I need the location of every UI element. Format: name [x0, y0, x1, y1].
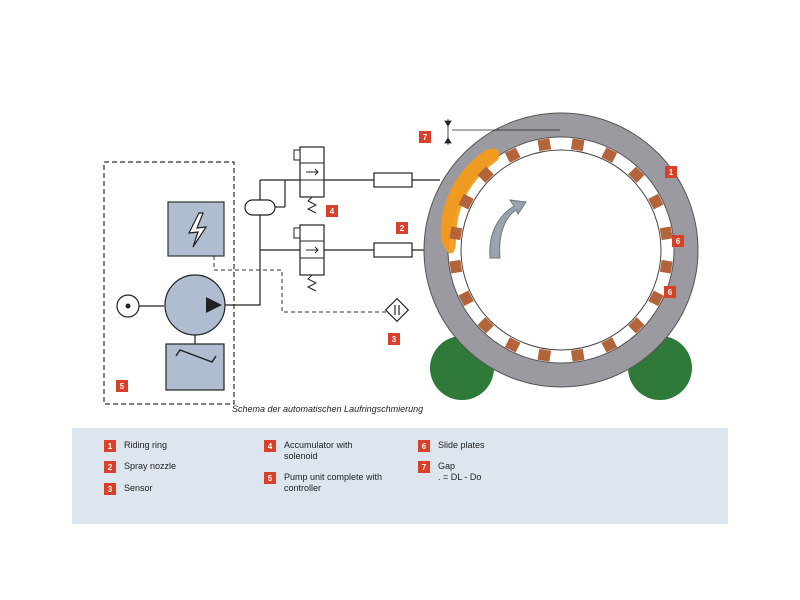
legend-label-5: Pump unit complete with controller [284, 472, 383, 493]
slide-plate [601, 337, 618, 353]
slide-plate [628, 166, 645, 183]
slide-plate [458, 290, 474, 307]
callout-7: 7 [419, 131, 431, 143]
svg-text:4: 4 [330, 207, 335, 216]
legend-label-3: Sensor [124, 483, 153, 493]
schema-caption: Schema der automatischen Laufringschmier… [232, 404, 423, 414]
legend-item-3: 3 Sensor [104, 483, 153, 495]
slide-plate [504, 337, 521, 353]
legend-badge-1: 1 [104, 440, 116, 452]
slide-plate [659, 259, 673, 274]
slide-plate [477, 166, 494, 183]
slide-plate [628, 317, 645, 334]
callout-1: 1 [665, 166, 677, 178]
slide-plate [648, 193, 664, 210]
motor-symbol-icon [116, 294, 164, 318]
legend-badge-5: 5 [264, 472, 276, 484]
svg-text:6: 6 [676, 237, 681, 246]
legend-badge-6: 6 [418, 440, 430, 452]
svg-text:2: 2 [400, 224, 405, 233]
callout-2: 2 [396, 222, 408, 234]
slide-plates [449, 138, 673, 362]
slide-plate [537, 138, 552, 152]
legend-badge-4: 4 [264, 440, 276, 452]
slide-plate [449, 259, 463, 274]
callout-6a: 6 [672, 235, 684, 247]
legend-item-2: 2 Spray nozzle [104, 461, 176, 473]
slide-plate [477, 317, 494, 334]
legend-item-1: 1 Riding ring [104, 440, 167, 452]
svg-text:3: 3 [392, 335, 397, 344]
svg-text:7: 7 [423, 133, 428, 142]
svg-text:5: 5 [120, 382, 125, 391]
riding-ring [423, 112, 699, 388]
slide-plate [659, 226, 673, 241]
slide-plate [601, 147, 618, 163]
callout-3: 3 [388, 333, 400, 345]
solenoid-valve-upper [293, 146, 325, 214]
slide-plate [504, 147, 521, 163]
slide-plate [570, 348, 585, 362]
legend-item-7: 7 Gap . = DL - Do [418, 461, 481, 483]
signal-line [213, 256, 388, 313]
legend-item-5: 5 Pump unit complete with controller [264, 472, 382, 494]
spray-nozzle-lower [373, 242, 413, 258]
pump [164, 274, 226, 336]
callout-4: 4 [326, 205, 338, 217]
legend-label-2: Spray nozzle [124, 461, 177, 471]
legend-label-6: Slide plates [438, 440, 485, 450]
solenoid-valve-lower [293, 224, 325, 292]
legend-label-7: Gap . = DL - Do [438, 461, 482, 482]
callout-6b: 6 [664, 286, 676, 298]
slide-plate [537, 348, 552, 362]
reservoir [165, 335, 225, 391]
spray-nozzle-upper [373, 172, 413, 188]
slide-plate [458, 193, 474, 210]
svg-text:6: 6 [668, 288, 673, 297]
slide-plate [449, 226, 463, 241]
rotation-arrow-icon [489, 199, 527, 259]
legend-badge-7: 7 [418, 461, 430, 473]
legend-item-6: 6 Slide plates [418, 440, 485, 452]
legend-panel: 1 Riding ring 2 Spray nozzle 3 Sensor 4 … [72, 428, 728, 524]
slide-plate [648, 290, 664, 307]
accumulator [244, 180, 286, 216]
slide-plate [570, 138, 585, 152]
callout-5: 5 [116, 380, 128, 392]
legend-badge-2: 2 [104, 461, 116, 473]
sensor-diamond-icon [384, 297, 410, 323]
legend-badge-3: 3 [104, 483, 116, 495]
gap-indicator [444, 119, 560, 145]
lightning-bolt-icon [167, 201, 225, 257]
legend-label-4: Accumulator with solenoid [284, 440, 353, 461]
legend-label-1: Riding ring [124, 440, 168, 450]
legend-item-4: 4 Accumulator with solenoid [264, 440, 353, 462]
svg-text:1: 1 [669, 168, 674, 177]
pump-unit-enclosure [103, 161, 235, 405]
